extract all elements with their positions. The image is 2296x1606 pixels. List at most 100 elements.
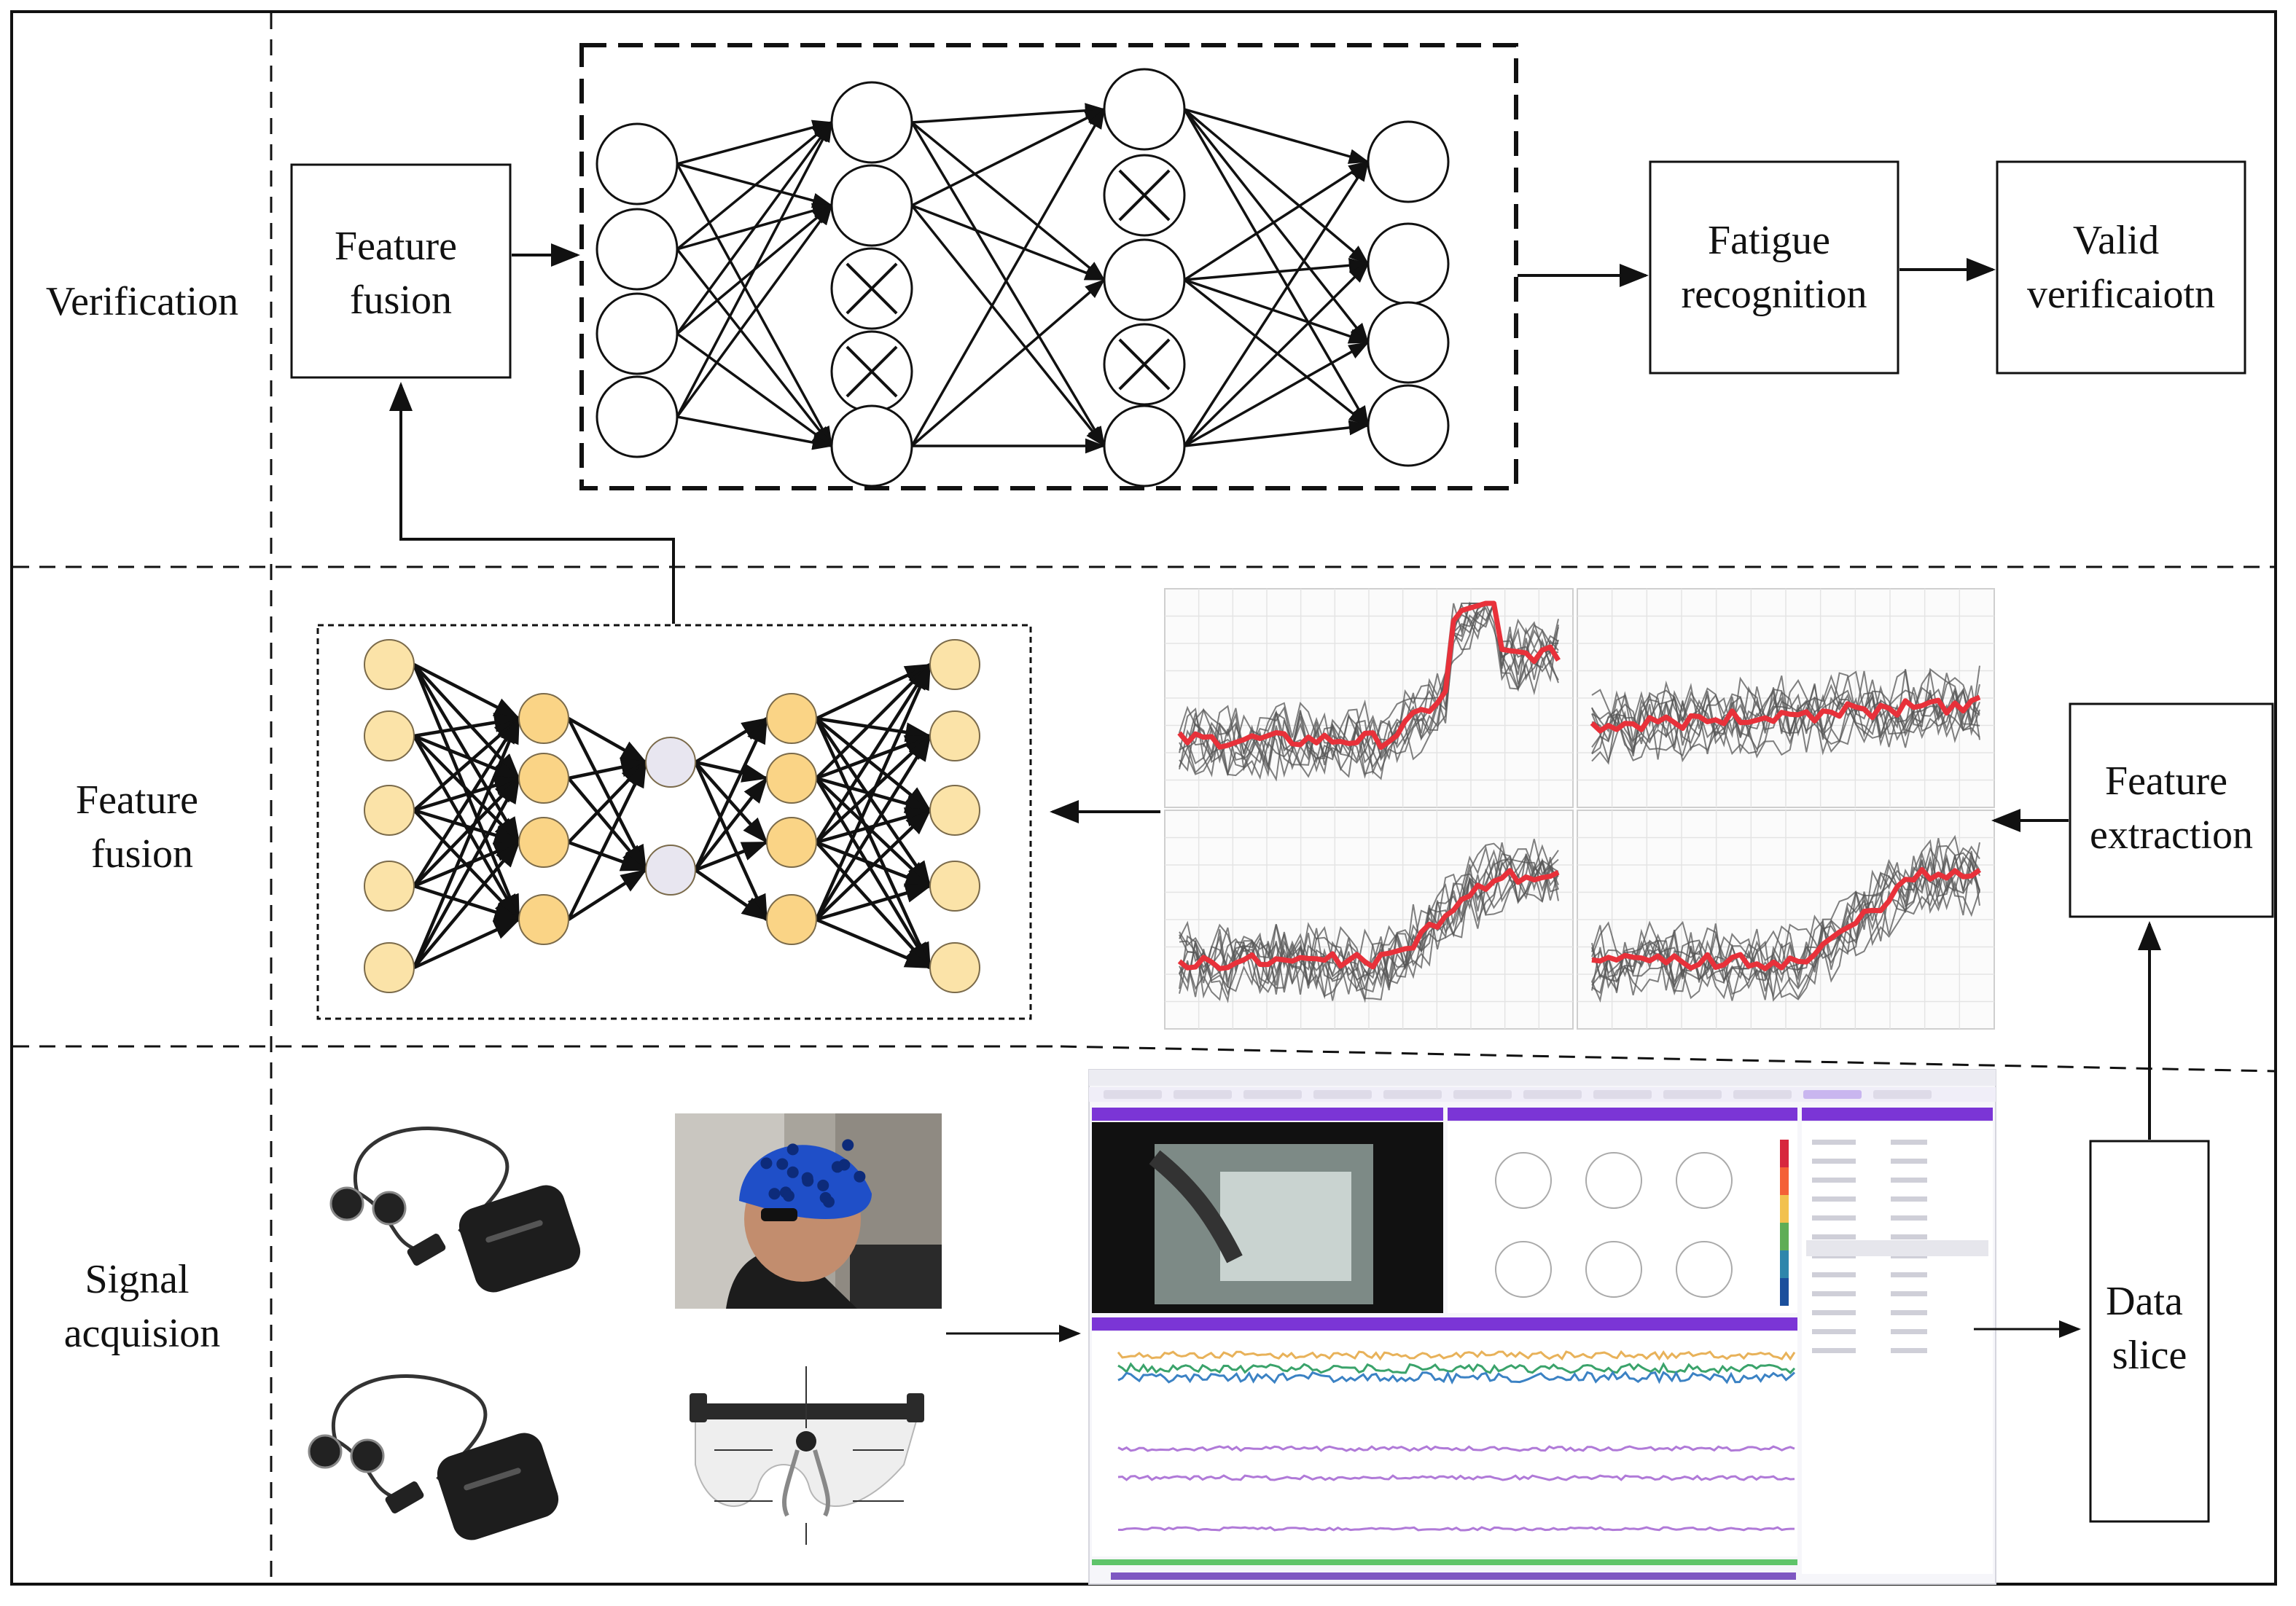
autoencoder-connection: [413, 777, 520, 969]
eeg-electrode-hole: [854, 1170, 866, 1183]
electrode-icon: [308, 1434, 343, 1469]
signal-trace: [1591, 686, 1980, 765]
software-tab: [1313, 1090, 1372, 1099]
autoencoder-connection: [816, 883, 932, 922]
sensor-body: [437, 1433, 559, 1540]
software-signal-trace: [1117, 1474, 1795, 1481]
software-signal-trace: [1117, 1362, 1796, 1375]
gaze-circle-icon: [1495, 1152, 1552, 1209]
signal-mean-trace: [1177, 600, 1561, 751]
software-tab: [1453, 1090, 1512, 1099]
network-neuron: [1367, 301, 1450, 384]
dropout-connection: [1184, 160, 1370, 281]
row-divider-2b: [1060, 1045, 2275, 1073]
info-row: [1812, 1140, 1856, 1145]
autoencoder-neuron: [518, 693, 569, 744]
sensor-device-icon: [329, 1127, 581, 1293]
network-neuron: [1103, 404, 1186, 487]
feature-extraction-box: [2069, 702, 2274, 918]
fatigue-recognition-box: [1649, 160, 1899, 375]
color-scale-bar: [1780, 1140, 1789, 1167]
eeg-electrode-hole: [760, 1157, 773, 1170]
autoencoder-connection: [413, 808, 521, 845]
info-row: [1891, 1310, 1927, 1315]
color-scale-bar: [1780, 1223, 1789, 1250]
autoencoder-neuron: [364, 639, 415, 690]
dropout-connection: [676, 204, 833, 418]
autoencoder-connection: [413, 717, 520, 888]
network-neuron: [596, 122, 679, 205]
eeg-cap-photo: [675, 1113, 942, 1309]
dropout-connection: [911, 103, 1106, 124]
autoencoder-connection: [815, 717, 932, 888]
info-row: [1812, 1272, 1856, 1277]
autoencoder-neuron: [364, 710, 415, 761]
dropout-connection: [1183, 109, 1370, 427]
info-row: [1891, 1291, 1927, 1296]
dropout-connection: [676, 163, 833, 447]
eeg-electrode-hole: [817, 1179, 829, 1191]
autoencoder-neuron: [766, 753, 817, 804]
info-row: [1812, 1178, 1856, 1183]
dropout-cross-icon: [1118, 338, 1171, 391]
row-label-signal-acquisition: Signal acquision: [64, 1257, 221, 1356]
eeg-electrode-hole: [786, 1166, 799, 1178]
electrode-icon: [372, 1191, 407, 1226]
autoencoder-connection: [693, 761, 769, 922]
dropout-cross-icon: [1118, 169, 1171, 222]
photo-dark-area: [850, 1245, 942, 1309]
dropout-connection: [910, 122, 1106, 447]
valid-verification-label: Valid verificaiotn: [2027, 218, 2215, 317]
dropout-connection: [1184, 257, 1370, 281]
dropout-connection: [911, 108, 1106, 207]
software-tab: [1873, 1090, 1932, 1099]
color-scale-bar: [1780, 1250, 1789, 1278]
software-tab: [1803, 1090, 1862, 1099]
dropout-connection: [676, 121, 833, 418]
scene-camera-icon: [796, 1431, 816, 1452]
autoencoder-neuron: [929, 710, 980, 761]
dropout-connection: [910, 108, 1106, 447]
autoencoder-connection: [694, 761, 768, 844]
autoencoder-frame: [316, 624, 1032, 1020]
info-row: [1891, 1272, 1927, 1277]
dropout-connection: [910, 278, 1106, 447]
dropout-connection: [676, 120, 833, 165]
video-panel-header: [1092, 1108, 1443, 1121]
usb-plug-icon: [385, 1481, 424, 1513]
software-signal-trace: [1117, 1350, 1796, 1361]
network-neuron: [596, 208, 679, 291]
sensor-device-icon: [308, 1374, 559, 1540]
software-tab: [1243, 1090, 1302, 1099]
gaze-circle-icon: [1585, 1241, 1642, 1298]
autoencoder-connection: [413, 917, 521, 970]
physiological-signal-plots: [1164, 588, 1995, 1030]
gaze-circle-icon: [1676, 1241, 1733, 1298]
autoencoder-neuron: [645, 845, 696, 896]
autoencoder-connection: [816, 716, 932, 743]
video-panel-board: [1220, 1172, 1351, 1281]
autoencoder-neuron: [518, 753, 569, 804]
eeg-electrode-hole: [819, 1191, 832, 1204]
dropout-connection: [1183, 108, 1370, 344]
eeg-electrode-hole: [801, 1172, 813, 1184]
signal-mean-trace: [1590, 694, 1981, 734]
dropout-connection: [1184, 108, 1370, 164]
autoencoder-connection: [815, 735, 932, 921]
software-signal-trace: [1117, 1445, 1795, 1452]
eye-panel-header: [1448, 1108, 1797, 1121]
software-tab: [1174, 1090, 1232, 1099]
autoencoder-connection: [413, 734, 521, 780]
gaze-circle-icon: [1585, 1152, 1642, 1209]
sensor-logo-mark: [464, 1468, 521, 1491]
autoencoder-connection: [694, 869, 768, 921]
autoencoder-network: [364, 639, 980, 993]
sensor-logo-mark: [485, 1220, 543, 1243]
dropout-connection: [676, 248, 833, 447]
software-tab: [1523, 1090, 1582, 1099]
dropout-connection: [676, 332, 833, 447]
dropout-connection: [676, 121, 833, 335]
info-row: [1891, 1196, 1927, 1202]
dropout-connection: [1184, 278, 1370, 344]
